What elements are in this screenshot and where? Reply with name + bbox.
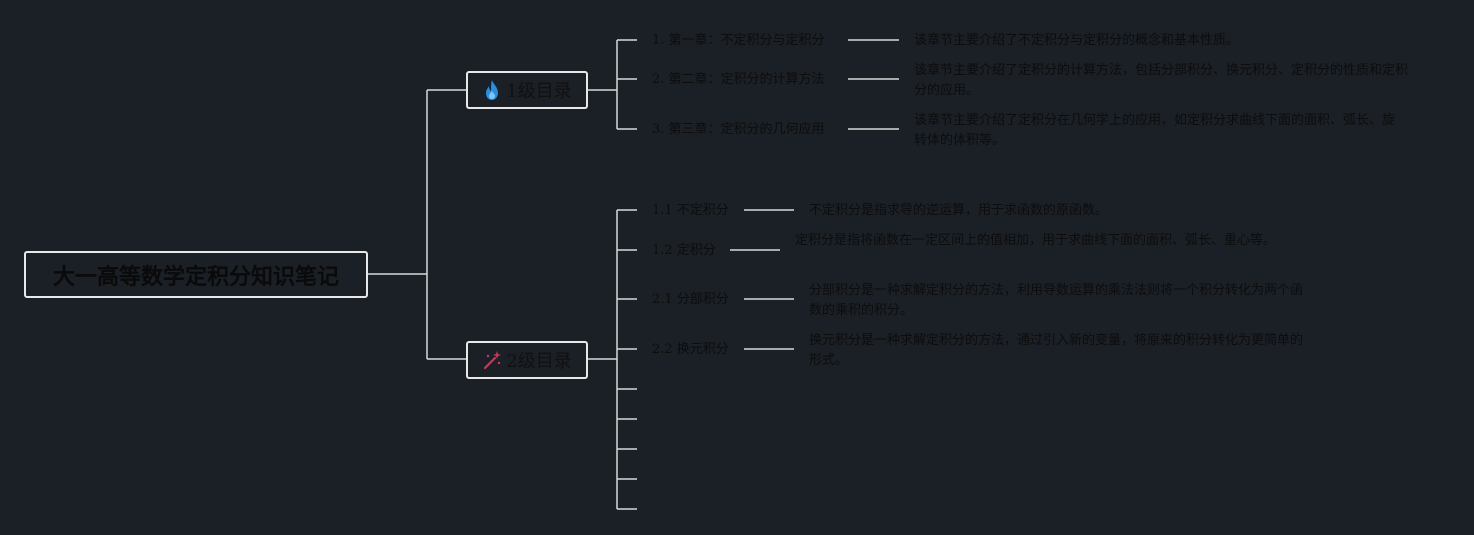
topic-description: 该章节主要介绍了定积分在几何学上的应用，如定积分求曲线下面的面积、弧长、旋转体的… [914,113,1396,148]
root-node[interactable]: 大一高等数学定积分知识笔记 [24,251,368,298]
topic-description: 该章节主要介绍了定积分的计算方法，包括分部积分、换元积分、定积分的性质和定积分的… [914,63,1409,98]
topic-description: 该章节主要介绍了不定积分与定积分的概念和基本性质。 [914,33,1240,48]
connector-root [368,89,466,360]
topic-description: 换元积分是一种求解定积分的方法，通过引入新的变量，将原来的积分转化为更简单的形式… [809,333,1304,368]
connector-branch-1 [588,39,637,130]
topic-description: 定积分是指将函数在一定区间上的值相加，用于求曲线下面的面积、弧长、重心等。 [795,233,1277,248]
topic-label[interactable]: 1.2 定积分 [652,243,716,258]
topic-label[interactable]: 2.1 分部积分 [652,292,729,307]
topic-label[interactable]: 2. 第二章：定积分的计算方法 [652,72,825,87]
fire-icon [482,79,502,101]
branch-label: 1级目录 [506,81,572,102]
topic-description: 分部积分是一种求解定积分的方法，利用导数运算的乘法法则将一个积分转化为两个函数的… [809,283,1304,318]
branch-label: 2级目录 [506,351,572,372]
topic-description: 不定积分是指求导的逆运算，用于求函数的原函数。 [809,203,1109,218]
magic-wand-icon [482,349,502,371]
topic-label[interactable]: 1. 第一章：不定积分与定积分 [652,33,825,48]
connector-branch-2 [588,209,637,510]
topic-label[interactable]: 2.2 换元积分 [652,342,729,357]
topic-label[interactable]: 3. 第三章：定积分的几何应用 [652,122,825,137]
topic-label[interactable]: 1.1 不定积分 [652,203,729,218]
root-title: 大一高等数学定积分知识笔记 [52,264,339,290]
branch-node-level-2[interactable]: 2级目录 [466,341,588,379]
branch-node-level-1[interactable]: 1级目录 [466,71,588,109]
